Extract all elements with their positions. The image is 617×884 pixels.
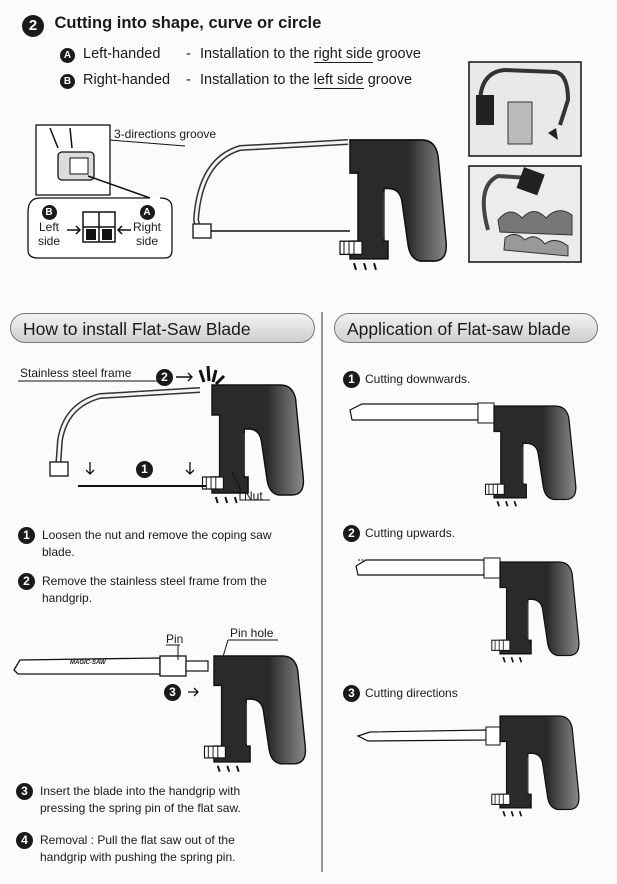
nut-label: Nut: [244, 489, 263, 503]
application-header: Application of Flat-saw blade: [334, 313, 598, 343]
install-step-3: 3 Insert the blade into the handgrip wit…: [16, 783, 316, 819]
section-2-heading: 2 Cutting into shape, curve or circle: [22, 14, 321, 37]
arrow-1-badge: 1: [136, 461, 153, 478]
step-badge: 2: [22, 15, 44, 37]
option-badge: A: [60, 48, 75, 63]
install-step-1: 1 Loosen the nut and remove the coping s…: [18, 527, 318, 563]
pin-hole-label: Pin hole: [230, 626, 274, 640]
install-header: How to install Flat-Saw Blade: [10, 313, 315, 343]
option-instruction: Installation to the left side groove: [200, 72, 413, 89]
option-left-handed: A Left-handed - Installation to the righ…: [60, 46, 421, 63]
option-instruction: Installation to the right side groove: [200, 46, 421, 63]
groove-label: 3-directions groove: [114, 127, 217, 141]
arrow-3-badge: 3: [164, 684, 181, 701]
application-item-3: 3 Cutting directions: [343, 685, 593, 703]
photo-frame-cutting: [468, 61, 582, 157]
frame-removal-illustration: [18, 365, 305, 504]
photo-curve-cutting: [468, 165, 582, 263]
coping-saw-illustration: [192, 138, 448, 271]
frame-label: Stainless steel frame: [20, 366, 132, 380]
option-right-handed: B Right-handed - Installation to the lef…: [60, 72, 412, 89]
install-step-4: 4 Removal : Pull the flat saw out of the…: [16, 832, 316, 868]
cutting-directions-illustration: [356, 715, 580, 818]
install-step-2: 2 Remove the stainless steel frame from …: [18, 573, 318, 609]
application-item-2: 2 Cutting upwards.: [343, 525, 593, 543]
option-label: Right-handed: [83, 72, 171, 88]
cutting-upwards-illustration: [355, 557, 580, 664]
option-sep: -: [186, 72, 191, 88]
option-label: Left-handed: [83, 46, 161, 62]
arrow-2-badge: 2: [156, 369, 173, 386]
application-item-1: 1 Cutting downwards.: [343, 371, 593, 389]
blade-insertion-illustration: [13, 639, 307, 773]
blade-brand: MAGIC-SAW: [70, 660, 106, 666]
pin-label: Pin: [166, 632, 184, 646]
section-title: Cutting into shape, curve or circle: [54, 14, 322, 32]
option-sep: -: [186, 46, 191, 62]
cutting-downwards-illustration: [349, 402, 577, 508]
option-badge: B: [60, 74, 75, 89]
groove-detail: [27, 124, 186, 259]
